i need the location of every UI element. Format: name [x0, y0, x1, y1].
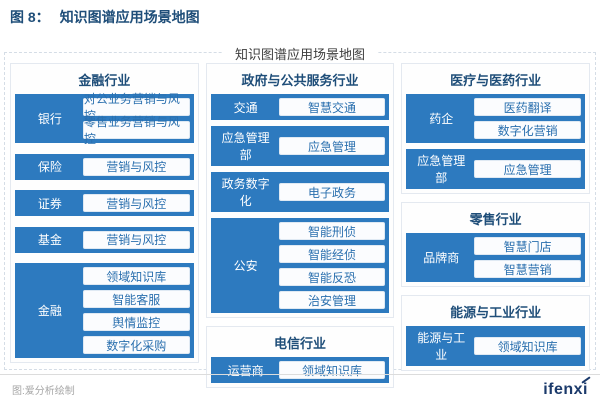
category-label: 应急管理部	[417, 154, 466, 185]
industry-column: 医疗与医药行业药企医药翻译数字化营销应急管理部应急管理零售行业品牌商智慧门店智慧…	[401, 63, 591, 371]
section-header: 能源与工业行业	[450, 305, 542, 320]
application-box: 智能刑侦	[278, 222, 386, 240]
application-list: 营销与风控	[82, 230, 191, 250]
category-row: 金融 领域知识库智能客服舆情监控数字化采购	[15, 263, 194, 358]
application-box: 对公业务营销与风控	[82, 92, 190, 123]
application-box: 治安管理	[278, 291, 386, 309]
application-box: 智能客服	[82, 290, 190, 308]
category-label: 能源与工业	[417, 331, 466, 362]
section-header: 政府与公共服务行业	[241, 73, 359, 88]
application-box: 应急管理	[474, 160, 582, 178]
category-label: 政务数字化	[221, 177, 270, 208]
section-rows: 药企医药翻译数字化营销应急管理部应急管理	[406, 94, 586, 189]
section-header: 零售行业	[469, 212, 522, 227]
section-rows: 能源与工业领域知识库	[406, 326, 586, 366]
application-box: 智能经侦	[278, 245, 386, 263]
application-box: 零售业务营销与风控	[82, 115, 190, 146]
application-box: 营销与风控	[82, 157, 190, 176]
section-rows: 交通智慧交通应急管理部应急管理政务数字化电子政务公安智能刑侦智能经侦智能反恐治安…	[210, 94, 390, 313]
industry-section: 政府与公共服务行业交通智慧交通应急管理部应急管理政务数字化电子政务公安智能刑侦智…	[205, 63, 395, 318]
diagram-title: 知识图谱应用场景地图	[222, 44, 378, 63]
application-box: 智能反恐	[278, 268, 386, 286]
category-label: 保险	[37, 160, 62, 174]
application-list: 医药翻译数字化营销	[473, 97, 582, 140]
category-label: 基金	[37, 233, 62, 247]
application-box: 数字化营销	[474, 121, 582, 139]
application-list: 营销与风控	[82, 193, 191, 213]
industry-columns: 金融行业银行对公业务营销与风控零售业务营销与风控保险营销与风控证券营销与风控基金…	[10, 63, 591, 388]
figure-caption: 图 8： 知识图谱应用场景地图	[10, 7, 200, 27]
application-box: 数字化采购	[82, 336, 190, 354]
application-box: 营销与风控	[82, 194, 190, 212]
category-label: 银行	[37, 112, 62, 126]
category-row: 交通 智慧交通	[210, 94, 390, 120]
application-list: 对公业务营销与风控零售业务营销与风控	[82, 92, 191, 146]
industry-section: 医疗与医药行业药企医药翻译数字化营销应急管理部应急管理	[401, 63, 591, 194]
category-row: 能源与工业领域知识库	[406, 326, 586, 366]
category-row: 品牌商智慧门店智慧营销	[406, 233, 586, 282]
application-list: 电子政务	[278, 175, 387, 209]
category-label: 药企	[429, 112, 454, 126]
category-label: 证券	[37, 196, 62, 211]
application-box: 领域知识库	[82, 267, 190, 285]
category-row: 证券 营销与风控	[15, 190, 194, 216]
scenario-map-diagram: 知识图谱应用场景地图 金融行业银行对公业务营销与风控零售业务营销与风控保险营销与…	[4, 44, 596, 388]
category-row: 应急管理部应急管理	[210, 126, 390, 166]
industry-section: 金融行业银行对公业务营销与风控零售业务营销与风控保险营销与风控证券营销与风控基金…	[10, 63, 199, 363]
industry-section: 能源与工业行业能源与工业领域知识库	[401, 295, 591, 371]
ifenxi-logo: ifenxi	[543, 375, 591, 399]
section-header: 医疗与医药行业	[450, 73, 542, 88]
application-list: 智能刑侦智能经侦智能反恐治安管理	[278, 221, 387, 310]
application-box: 营销与风控	[82, 230, 190, 249]
category-label: 品牌商	[423, 251, 460, 265]
application-box: 电子政务	[278, 183, 386, 201]
category-row: 应急管理部应急管理	[406, 149, 586, 189]
application-list: 领域知识库	[473, 329, 582, 363]
application-list: 智慧门店智慧营销	[473, 236, 582, 279]
application-box: 舆情监控	[82, 313, 190, 331]
application-list: 领域知识库智能客服舆情监控数字化采购	[82, 266, 191, 355]
application-box: 智慧交通	[278, 98, 386, 116]
category-label: 应急管理部	[221, 131, 270, 162]
industry-section: 零售行业品牌商智慧门店智慧营销	[401, 202, 591, 287]
application-box: 医药翻译	[474, 98, 582, 116]
category-label: 交通	[233, 100, 258, 115]
category-label: 公安	[233, 259, 258, 273]
category-row: 药企 医药翻译数字化营销	[406, 94, 586, 143]
category-row: 政务数字化电子政务	[210, 172, 390, 212]
section-header: 金融行业	[78, 73, 131, 88]
application-list: 应急管理	[278, 129, 387, 163]
category-row: 公安 智能刑侦智能经侦智能反恐治安管理	[210, 218, 390, 313]
category-row: 基金 营销与风控	[15, 226, 194, 253]
section-rows: 银行对公业务营销与风控零售业务营销与风控保险营销与风控证券营销与风控基金营销与风…	[15, 92, 194, 358]
figure-caption-number: 图 8：	[10, 9, 50, 25]
application-list: 智慧交通	[278, 97, 387, 117]
section-rows: 品牌商智慧门店智慧营销	[406, 233, 586, 282]
section-header: 电信行业	[274, 336, 327, 351]
application-box: 智慧营销	[474, 260, 582, 278]
application-list: 应急管理	[473, 152, 582, 186]
application-box: 智慧门店	[474, 237, 582, 255]
application-list: 营销与风控	[82, 157, 191, 177]
application-box: 应急管理	[278, 137, 386, 155]
figure-caption-title: 知识图谱应用场景地图	[59, 9, 200, 25]
industry-column: 金融行业银行对公业务营销与风控零售业务营销与风控保险营销与风控证券营销与风控基金…	[10, 63, 199, 363]
ifenxi-logo-text: ifenxi	[543, 380, 588, 398]
industry-column: 政府与公共服务行业交通智慧交通应急管理部应急管理政务数字化电子政务公安智能刑侦智…	[205, 63, 395, 388]
footer: 图:爱分析绘制 ifenxi	[0, 374, 600, 404]
application-box: 领域知识库	[474, 337, 582, 355]
category-label: 金融	[37, 304, 62, 318]
category-row: 保险 营销与风控	[15, 153, 194, 180]
category-row: 银行 对公业务营销与风控零售业务营销与风控	[15, 92, 194, 146]
source-note: 图:爱分析绘制	[12, 386, 75, 397]
